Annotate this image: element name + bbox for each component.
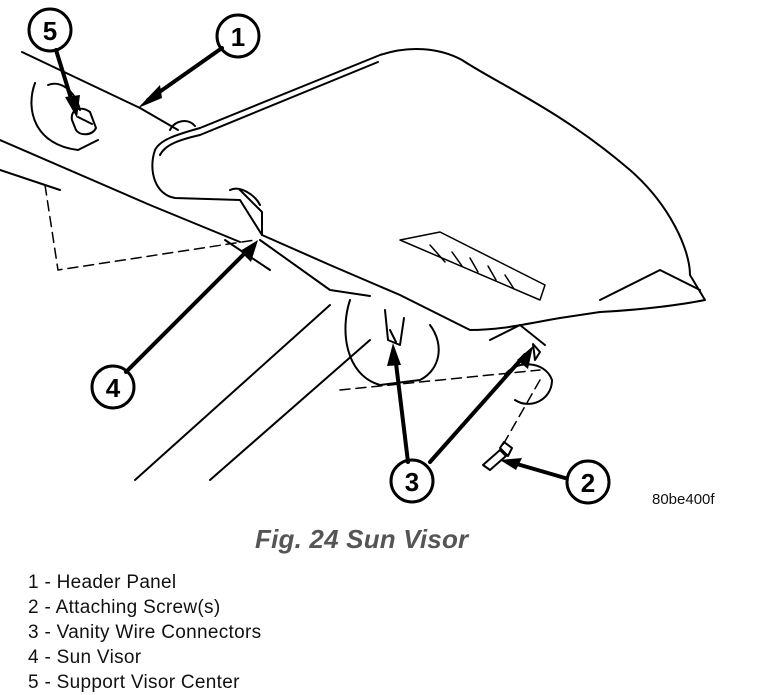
- legend-item: 3 - Vanity Wire Connectors: [28, 622, 262, 643]
- legend-item: 2 - Attaching Screw(s): [28, 597, 221, 618]
- callout-number-3: 3: [405, 467, 419, 497]
- arrowhead-4: [240, 240, 258, 262]
- legend-item: 1 - Header Panel: [28, 572, 177, 593]
- sun-visor-illustration: 1 2 3 4 5: [0, 7, 706, 505]
- arrowhead-2: [500, 458, 522, 470]
- arrowhead-3a: [387, 343, 401, 366]
- arrow-2: [508, 460, 567, 480]
- callout-circles: [27, 7, 611, 505]
- callout-circle-5: [27, 7, 73, 53]
- sun-visor-body: [151, 47, 706, 331]
- vanity-wire-connectors: [344, 299, 553, 405]
- drawing-code: 80be400f: [652, 491, 715, 508]
- callout-circle-4: [90, 364, 136, 410]
- attaching-screw: [482, 441, 513, 471]
- dashed-leaders: [44, 184, 541, 451]
- callout-number-1: 1: [231, 22, 245, 52]
- arrow-3b: [428, 353, 527, 464]
- arrowhead-5: [65, 95, 80, 118]
- arrowhead-3b: [517, 346, 533, 369]
- windshield-lines: [134, 304, 371, 481]
- callout-circle-3: [389, 458, 435, 504]
- figure-caption: Fig. 24 Sun Visor: [255, 524, 469, 554]
- callout-number-4: 4: [106, 373, 121, 403]
- vanity-label: [399, 231, 546, 301]
- arrow-4: [124, 248, 250, 374]
- callout-number-2: 2: [581, 468, 595, 498]
- callout-circle-2: [565, 459, 611, 505]
- callout-circle-1: [215, 13, 261, 59]
- arrow-3a: [393, 353, 410, 464]
- callout-arrows: [54, 46, 567, 480]
- legend-item: 5 - Support Visor Center: [28, 672, 240, 693]
- callout-number-5: 5: [43, 16, 57, 46]
- legend-list: 1 - Header Panel 2 - Attaching Screw(s) …: [28, 570, 261, 695]
- arrowhead-1: [138, 85, 162, 108]
- legend-item: 4 - Sun Visor: [28, 647, 142, 668]
